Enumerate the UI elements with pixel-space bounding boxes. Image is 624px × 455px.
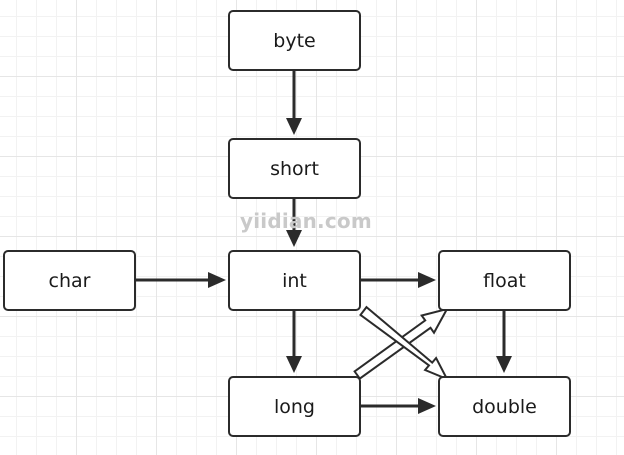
edge-byte-to-short	[286, 71, 302, 135]
node-double[interactable]: double	[438, 376, 571, 437]
node-long[interactable]: long	[228, 376, 361, 437]
node-char[interactable]: char	[3, 250, 136, 311]
edge-long-to-double	[361, 398, 436, 414]
node-double-label: double	[472, 395, 537, 418]
node-byte[interactable]: byte	[228, 10, 361, 71]
node-short[interactable]: short	[228, 138, 361, 199]
node-int[interactable]: int	[228, 250, 361, 311]
node-float-label: float	[483, 269, 526, 292]
node-short-label: short	[270, 157, 319, 180]
edge-char-to-int	[136, 272, 226, 288]
node-byte-label: byte	[273, 29, 316, 52]
node-float[interactable]: float	[438, 250, 571, 311]
edge-int-to-double-hollow	[359, 305, 450, 381]
edge-short-to-int	[286, 199, 302, 247]
node-int-label: int	[282, 269, 307, 292]
node-long-label: long	[273, 395, 315, 418]
node-char-label: char	[48, 269, 91, 292]
edge-int-to-float	[361, 272, 436, 288]
edge-int-to-long	[286, 311, 302, 373]
edge-float-to-double	[496, 311, 512, 373]
